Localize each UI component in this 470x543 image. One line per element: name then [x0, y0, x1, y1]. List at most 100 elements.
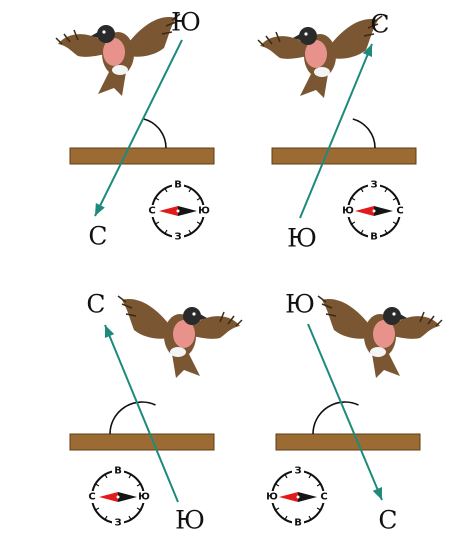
compass-tick — [154, 196, 160, 201]
arrowhead-icon — [372, 487, 382, 500]
needle-black — [298, 492, 317, 502]
compass-label-right: Ю — [138, 492, 150, 503]
compass-tick — [128, 473, 133, 479]
compass-tick — [188, 187, 193, 193]
compass-label-bg — [368, 231, 380, 243]
compass-tick — [359, 229, 364, 235]
compass-tick — [283, 515, 288, 521]
compass-tick — [350, 196, 356, 201]
needle-pivot — [296, 495, 300, 499]
perch-bar — [69, 433, 215, 451]
compass-tick — [163, 229, 168, 235]
compass-label-top: В — [114, 466, 122, 477]
perch-bar — [69, 147, 215, 165]
compass-label-left: Ю — [342, 206, 354, 217]
compass-label-top: З — [294, 466, 301, 477]
compass-label-bg — [342, 205, 354, 217]
arrow-end-label: С — [378, 506, 397, 535]
arrow-end-label: С — [86, 290, 105, 319]
compass-tick — [188, 229, 193, 235]
arrow-start-label: Ю — [171, 8, 201, 37]
direction-arrow-icon — [299, 43, 373, 219]
compass-label-bg — [394, 205, 406, 217]
arrowhead-icon — [95, 203, 105, 216]
angle-arc — [109, 401, 156, 435]
needle-pivot — [176, 209, 180, 213]
direction-arrow-icon — [307, 323, 383, 501]
arrowhead-icon — [104, 325, 115, 338]
needle-red — [355, 206, 374, 216]
bird-icon — [317, 295, 443, 379]
compass-tick — [316, 507, 322, 512]
needle-red — [99, 492, 118, 502]
compass-label-right: Ю — [198, 206, 210, 217]
direction-arrow-icon — [94, 39, 183, 217]
needle-black — [178, 206, 197, 216]
compass-tick — [196, 221, 202, 226]
compass-tick — [154, 221, 160, 226]
compass-label-bottom: З — [114, 518, 121, 529]
direction-arrow-icon — [104, 324, 179, 503]
compass-label-bg — [138, 491, 150, 503]
compass-tick — [196, 196, 202, 201]
compass-tick — [136, 507, 142, 512]
compass-icon: В З С Ю — [146, 179, 210, 243]
angle-arc — [143, 118, 167, 149]
compass-label-left: С — [148, 206, 155, 217]
compass-icon: В З С Ю — [86, 465, 150, 529]
arrow-end-label: С — [370, 10, 389, 39]
perch-bar — [275, 433, 421, 451]
arrow-end-label: С — [88, 222, 107, 251]
compass-tick — [274, 507, 280, 512]
compass-label-bg — [112, 517, 124, 529]
compass-tick — [136, 482, 142, 487]
compass-label-top: В — [174, 180, 182, 191]
compass-label-bottom: В — [370, 232, 378, 243]
perch-bar — [271, 147, 417, 165]
angle-arc — [312, 401, 359, 435]
arrowhead-icon — [362, 44, 373, 57]
compass-label-bg — [172, 231, 184, 243]
compass-label-bg — [368, 179, 380, 191]
compass-tick — [94, 507, 100, 512]
compass-tick — [350, 221, 356, 226]
compass-label-bg — [172, 179, 184, 191]
needle-red — [279, 492, 298, 502]
compass-tick — [392, 221, 398, 226]
compass-label-bg — [292, 465, 304, 477]
compass-label-top: З — [370, 180, 377, 191]
compass-label-bottom: З — [174, 232, 181, 243]
compass-label-left: С — [88, 492, 95, 503]
panel-1: Ю С В З С Ю — [55, 8, 215, 251]
compass-tick — [384, 229, 389, 235]
compass-tick — [283, 473, 288, 479]
compass-tick — [103, 515, 108, 521]
needle-black — [374, 206, 393, 216]
compass-label-bg — [292, 517, 304, 529]
compass-tick — [163, 187, 168, 193]
compass-tick — [94, 482, 100, 487]
compass-tick — [384, 187, 389, 193]
compass-label-bg — [318, 491, 330, 503]
compass-tick — [308, 473, 313, 479]
needle-black — [118, 492, 137, 502]
needle-pivot — [116, 495, 120, 499]
compass-tick — [392, 196, 398, 201]
compass-tick — [103, 473, 108, 479]
needle-pivot — [372, 209, 376, 213]
bird-icon — [257, 15, 383, 99]
compass-label-bottom: В — [294, 518, 302, 529]
bird-icon — [117, 295, 243, 379]
compass-tick — [308, 515, 313, 521]
arrow-start-label: Ю — [287, 224, 317, 253]
needle-red — [159, 206, 178, 216]
compass-label-left: Ю — [266, 492, 278, 503]
compass-label-bg — [146, 205, 158, 217]
